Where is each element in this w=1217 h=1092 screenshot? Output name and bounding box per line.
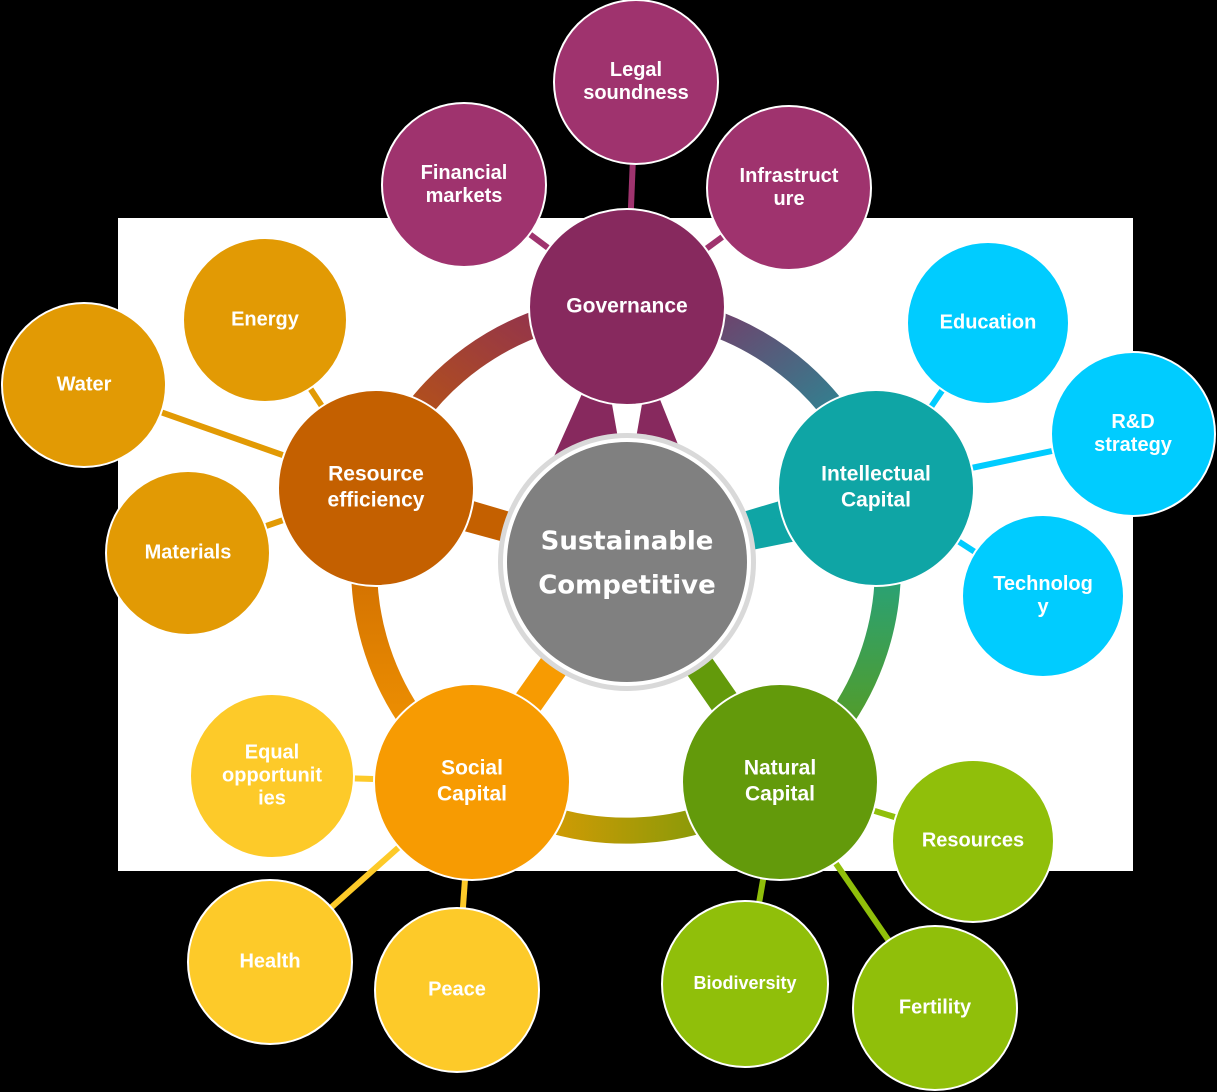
leaf-label-legal: soundness	[583, 82, 689, 104]
leaf-label-technology: y	[1037, 596, 1049, 618]
leaf-label-energy: Energy	[231, 308, 300, 330]
hub-node-resource: Resource efficiency	[277, 389, 475, 587]
leaf-node-materials: Materials	[105, 470, 271, 636]
leaf-node-resources: Resources	[891, 759, 1055, 923]
leaf-circle-biodiversity	[661, 900, 829, 1068]
leaf-label-health: Health	[239, 950, 300, 972]
leaf-label-biodiversity: Biodiversity	[693, 973, 796, 993]
leaf-circle-technology	[961, 514, 1125, 678]
leaf-node-peace: Peace	[374, 907, 540, 1073]
leaf-node-energy: Energy	[182, 237, 348, 403]
leaf-label-water: Water	[57, 373, 112, 395]
leaf-label-financial: Financial	[421, 162, 508, 184]
hub-circle-social	[373, 683, 571, 881]
hub-circle-intellectual	[777, 389, 975, 587]
leaf-label-fertility: Fertility	[899, 996, 972, 1018]
leaf-circle-resources	[891, 759, 1055, 923]
hub-label-resource: Resource	[328, 463, 424, 486]
leaf-label-legal: Legal	[610, 59, 662, 81]
leaf-circle-infrastructure	[706, 105, 872, 271]
leaf-circle-health	[187, 879, 353, 1045]
center-label: Competitive	[538, 571, 716, 601]
leaf-label-infrastructure: Infrastruct	[740, 165, 839, 187]
leaf-circle-energy	[182, 237, 348, 403]
hub-label-governance: Governance	[566, 295, 687, 318]
hub-nodes: GovernanceIntellectualCapitalNaturalCapi…	[277, 208, 975, 881]
leaf-circle-legal	[553, 0, 719, 165]
center-circle	[507, 442, 747, 682]
leaf-label-education: Education	[940, 311, 1037, 333]
hub-circle-resource	[277, 389, 475, 587]
leaf-label-rd-strategy: strategy	[1094, 434, 1173, 456]
hub-label-natural: Natural	[744, 757, 816, 780]
leaf-circle-education	[906, 241, 1070, 405]
leaf-label-peace: Peace	[428, 978, 486, 1000]
hub-circle-natural	[681, 683, 879, 881]
leaf-node-fertility: Fertility	[852, 925, 1018, 1091]
hub-label-intellectual: Intellectual	[821, 463, 931, 486]
leaf-circle-equal	[189, 693, 355, 859]
leaf-circle-peace	[374, 907, 540, 1073]
leaf-label-resources: Resources	[922, 829, 1024, 851]
leaf-node-health: Health	[187, 879, 353, 1045]
leaf-circle-water	[1, 302, 167, 468]
hub-label-resource: efficiency	[328, 489, 425, 512]
hub-label-social: Capital	[437, 783, 507, 806]
leaf-label-equal: ies	[258, 787, 286, 809]
leaf-circle-materials	[105, 470, 271, 636]
leaf-node-water: Water	[1, 302, 167, 468]
leaf-circle-financial	[381, 102, 547, 268]
leaf-label-materials: Materials	[145, 541, 232, 563]
leaf-label-rd-strategy: R&D	[1111, 411, 1154, 433]
hub-label-social: Social	[441, 757, 503, 780]
leaf-node-education: Education	[906, 241, 1070, 405]
leaf-label-equal: Equal	[245, 741, 299, 763]
hub-node-governance: Governance	[528, 208, 726, 406]
hub-label-intellectual: Capital	[841, 489, 911, 512]
leaf-label-equal: opportunit	[222, 764, 322, 786]
leaf-label-infrastructure: ure	[773, 188, 804, 210]
leaf-label-financial: markets	[426, 185, 503, 207]
hub-circle-governance	[528, 208, 726, 406]
leaf-circle-fertility	[852, 925, 1018, 1091]
hub-label-natural: Capital	[745, 783, 815, 806]
leaf-circle-rd-strategy	[1050, 351, 1216, 517]
center-label: Sustainable	[541, 527, 714, 557]
leaf-node-biodiversity: Biodiversity	[661, 900, 829, 1068]
leaf-label-technology: Technolog	[993, 573, 1093, 595]
